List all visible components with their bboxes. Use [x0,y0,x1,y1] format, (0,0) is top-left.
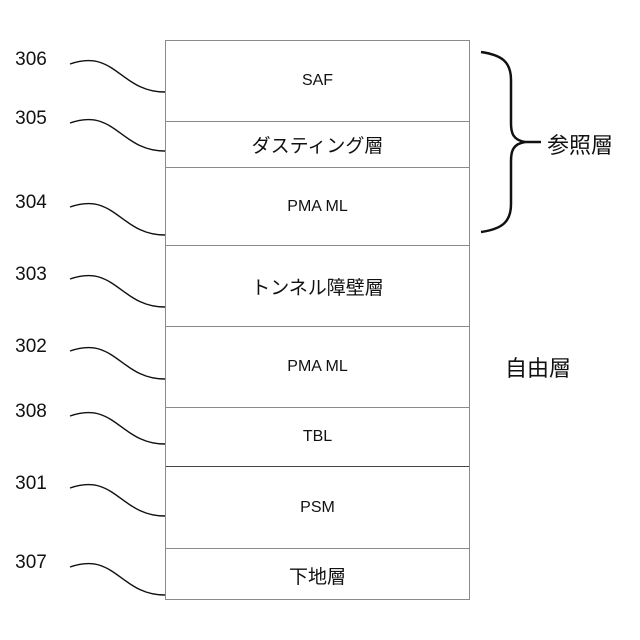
reference-layer-brace [481,52,525,232]
leader-line-307 [70,563,165,595]
leader-line-302 [70,347,165,379]
leader-line-304 [70,203,165,235]
free-layer-label: 自由層 [505,351,571,383]
leader-line-308 [70,412,165,444]
leader-line-306 [70,60,165,92]
reference-layer-label: 参照層 [547,128,613,160]
leader-line-301 [70,484,165,516]
leader-line-303 [70,275,165,307]
leader-line-305 [70,119,165,151]
